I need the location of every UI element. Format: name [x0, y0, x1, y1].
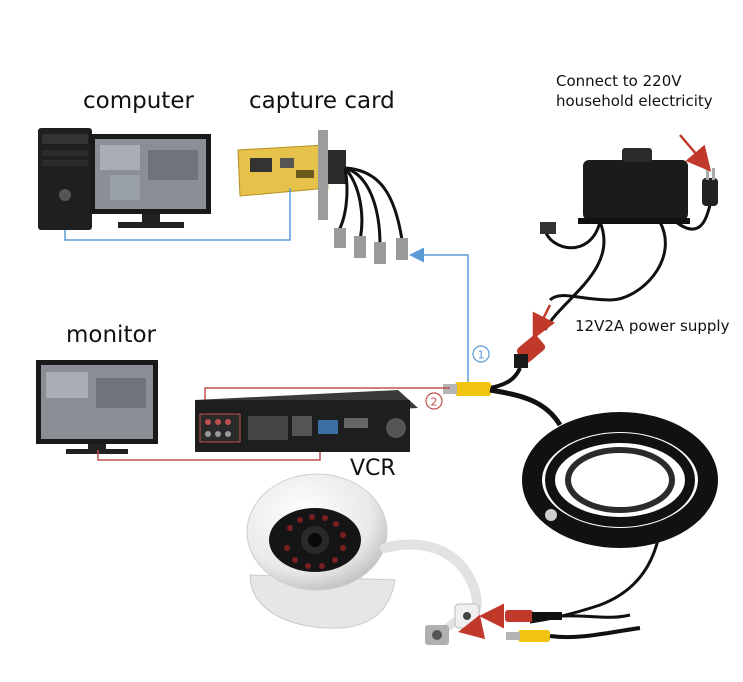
computer-label: computer [83, 88, 194, 114]
marker-1-number: 1 [478, 349, 485, 362]
cable-coil [522, 412, 718, 624]
electricity-note-line-2: household electricity [556, 92, 713, 110]
monitor [36, 360, 158, 454]
marker-2: 2 [425, 392, 443, 410]
capture-card-label: capture card [249, 88, 395, 114]
arrow-to-dc-plug [532, 304, 556, 340]
camera-side-connectors [458, 603, 641, 642]
computer-tower [38, 128, 92, 230]
dome-camera [246, 473, 482, 645]
power-supply [540, 148, 718, 331]
bnc-connector [443, 382, 563, 427]
capture-card [237, 130, 408, 264]
marker-2-number: 2 [431, 396, 438, 409]
power-connector [489, 335, 546, 390]
vcr-label: VCR [350, 456, 396, 481]
route-1-line [64, 188, 469, 385]
marker-1: 1 [472, 345, 490, 363]
arrow-to-outlet [679, 134, 712, 172]
electricity-note-line-1: Connect to 220V [556, 72, 682, 90]
monitor-label: monitor [66, 322, 156, 348]
computer-monitor [90, 134, 211, 228]
power-supply-label: 12V2A power supply [575, 317, 730, 335]
vcr-unit [195, 390, 418, 452]
electricity-note: Connect to 220V household electricity [556, 71, 713, 111]
